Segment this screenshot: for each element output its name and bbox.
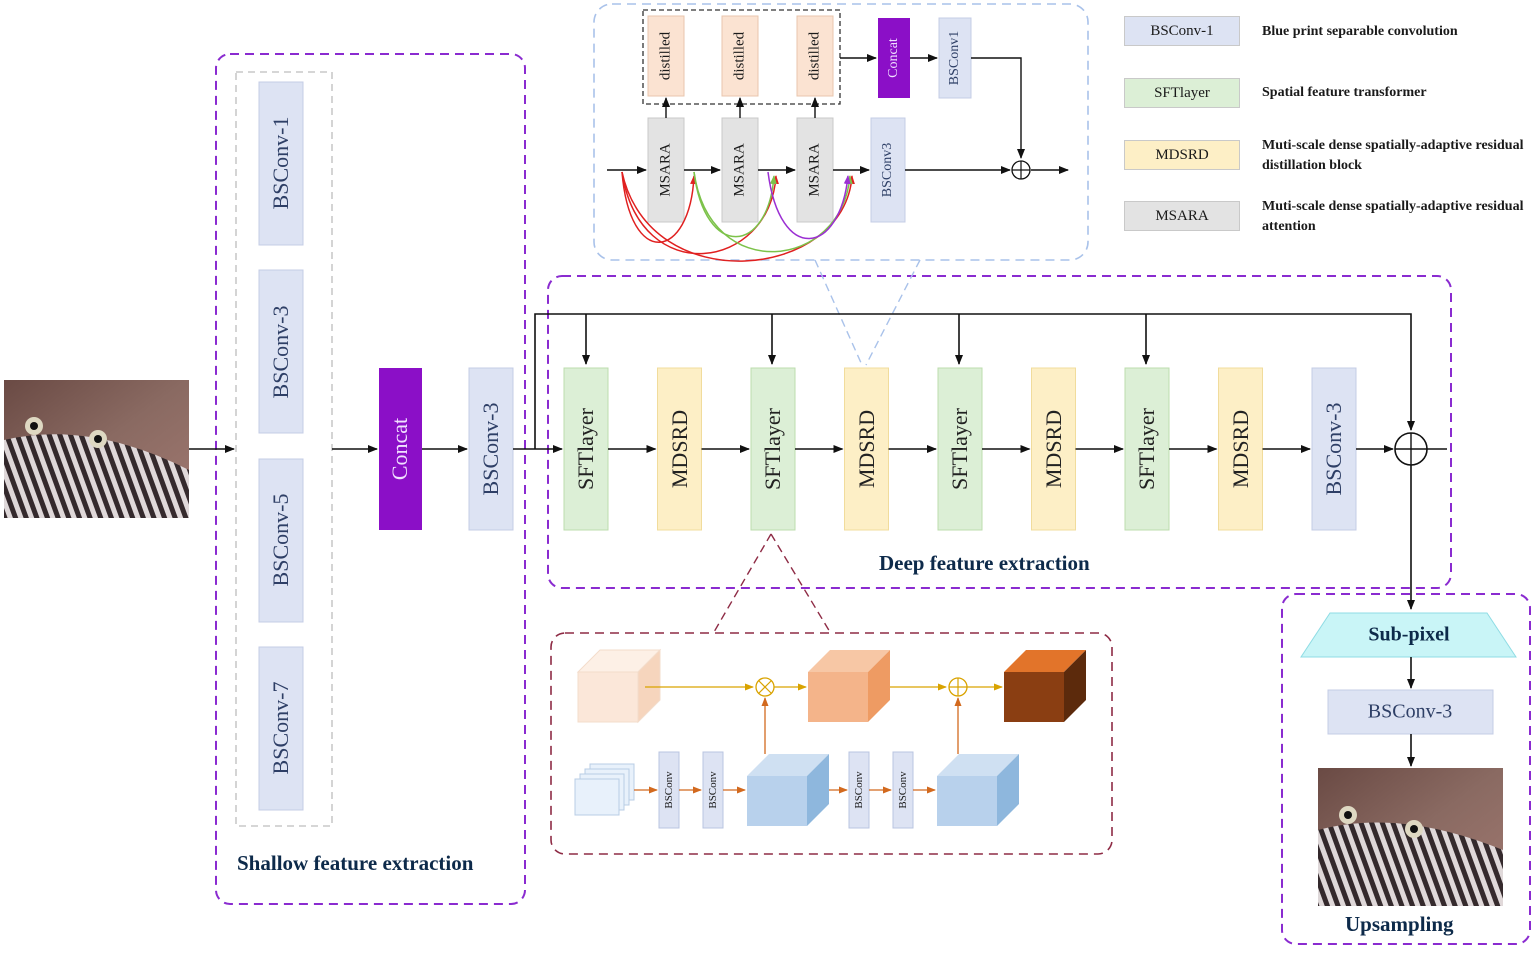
legend-swatch-msara: MSARA (1124, 201, 1240, 231)
deep-block-7 (1124, 367, 1170, 531)
deep-block-9-label: BSConv-3 (1321, 402, 1346, 496)
input-image (4, 380, 189, 518)
distilled-box-3 (796, 15, 834, 97)
legend-swatch-bsconv: BSConv-1 (1124, 16, 1240, 46)
distilled-label-2: distilled (731, 31, 748, 81)
detail-concat (878, 18, 910, 98)
sft-input-maps (574, 778, 620, 816)
legend-desc-msara: Muti-scale dense spatially-adaptive resi… (1262, 199, 1524, 234)
sft-conv-2-label: BSConv (707, 771, 719, 809)
shallow-conv-2-label: BSConv-3 (268, 305, 293, 399)
sft-cond-cube-1 (747, 776, 807, 826)
legend-desc-sftlayer: Spatial feature transformer (1262, 85, 1427, 100)
deep-block-3 (750, 367, 796, 531)
shallow-concat (379, 368, 422, 530)
distilled-box-1 (647, 15, 685, 97)
sft-feature-cube-2 (808, 672, 868, 722)
deep-block-7-label: SFTlayer (1134, 408, 1159, 490)
subpixel-trapezoid (1300, 612, 1517, 658)
detail-bsconv1 (938, 17, 972, 99)
msara-label-2: MSARA (731, 143, 748, 197)
msara-box-3 (796, 117, 834, 223)
shallow-conv-1 (258, 81, 304, 246)
deep-block-2 (657, 367, 702, 531)
legend-swatch-sftlayer: SFTlayer (1124, 78, 1240, 108)
deep-block-8 (1218, 367, 1263, 531)
deep-block-5 (937, 367, 983, 531)
distilled-label-1: distilled (657, 31, 674, 81)
shallow-conv-3-label: BSConv-5 (268, 493, 293, 587)
shallow-post-conv-label: BSConv-3 (478, 402, 503, 496)
subpixel-label: Sub-pixel (1368, 623, 1450, 646)
deep-block-4 (844, 367, 889, 531)
upsampling-conv (1327, 689, 1494, 735)
detail-bsconv3-label: BSConv3 (880, 142, 895, 198)
legend-desc-bsconv: Blue print separable convolution (1262, 24, 1458, 39)
shallow-title: Shallow feature extraction (237, 851, 474, 875)
distilled-label-3: distilled (806, 31, 823, 81)
shallow-concat-label: Concat (387, 417, 412, 481)
upsampling-frame (1281, 593, 1531, 945)
msara-label-1: MSARA (657, 143, 674, 197)
msara-label-3: MSARA (806, 143, 823, 197)
shallow-conv-4-label: BSConv-7 (268, 681, 293, 775)
deep-block-2-label: MDSRD (666, 409, 692, 489)
shallow-post-conv (468, 367, 514, 531)
shallow-conv-4 (258, 646, 304, 811)
shallow-conv-3 (258, 458, 304, 623)
upsampling-title: Upsampling (1345, 912, 1454, 936)
deep-block-1-label: SFTlayer (573, 408, 598, 490)
detail-concat-label: Concat (886, 38, 901, 78)
detail-bsconv1-label: BSConv1 (947, 30, 962, 86)
sft-conv-4-label: BSConv (897, 771, 909, 809)
distilled-group-frame (642, 9, 841, 105)
sft-detail-frame (550, 632, 1113, 855)
sft-cond-cube-2 (937, 776, 997, 826)
deep-block-8-label: MDSRD (1227, 409, 1253, 489)
shallow-frame (215, 53, 526, 905)
deep-frame (547, 275, 1452, 589)
output-image (1318, 768, 1503, 906)
distilled-box-2 (721, 15, 759, 97)
deep-title: Deep feature extraction (879, 551, 1090, 575)
deep-block-6-label: MDSRD (1040, 409, 1066, 489)
legend-desc-mdsrd: Muti-scale dense spatially-adaptive resi… (1262, 138, 1524, 173)
sft-feature-cube-1 (577, 671, 639, 723)
deep-block-4-label: MDSRD (853, 409, 879, 489)
sft-feature-cube-3 (1004, 672, 1064, 722)
shallow-conv-1-label: BSConv-1 (268, 116, 293, 210)
upsampling-conv-label: BSConv-3 (1367, 700, 1453, 723)
deep-block-5-label: SFTlayer (947, 408, 972, 490)
msara-box-2 (721, 117, 759, 223)
shallow-conv-2 (258, 269, 304, 434)
mdsrd-detail-frame (593, 3, 1089, 261)
deep-block-6 (1031, 367, 1076, 531)
legend-swatch-mdsrd: MDSRD (1124, 140, 1240, 170)
deep-block-3-label: SFTlayer (760, 408, 785, 490)
sft-conv-1-label: BSConv (663, 771, 675, 809)
sft-conv-3-label: BSConv (853, 771, 865, 809)
